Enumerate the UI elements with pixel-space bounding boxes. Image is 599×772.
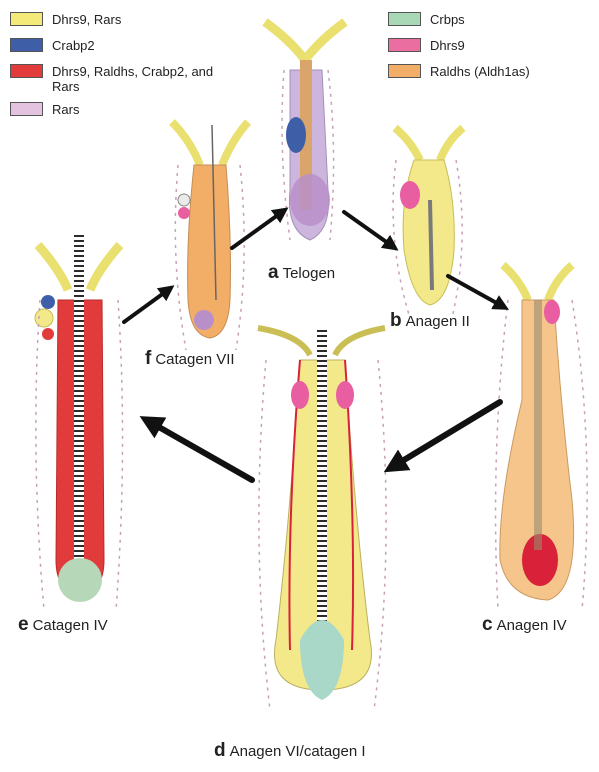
follicle-catagen-vii: [172, 122, 248, 350]
legend-item-rars: Rars: [10, 102, 79, 117]
follicle-anagen-iv: [496, 265, 588, 610]
legend-label: Dhrs9: [430, 38, 465, 53]
legend-label: Crbps: [430, 12, 465, 27]
legend-label: Crabp2: [52, 38, 95, 53]
arrow-f-to-a: [232, 212, 282, 248]
legend-swatch: [388, 64, 421, 78]
legend-swatch: [10, 64, 43, 78]
legend-item-crbps: Crbps: [388, 12, 465, 27]
arrow-e-to-f: [124, 290, 168, 322]
legend-swatch: [10, 12, 43, 26]
follicle-anagen-vi: [258, 328, 386, 710]
legend-swatch: [388, 12, 421, 26]
arrow-b-to-c: [448, 276, 502, 306]
follicle-telogen: [265, 22, 345, 240]
legend-label: Dhrs9, Rars: [52, 12, 121, 27]
legend-item-dhrs9-rars: Dhrs9, Rars: [10, 12, 121, 27]
legend-swatch: [10, 38, 43, 52]
legend-label: Raldhs (Aldh1as): [430, 64, 530, 79]
legend-label: Rars: [52, 102, 79, 117]
legend-item-crabp2: Crabp2: [10, 38, 95, 53]
legend-swatch: [388, 38, 421, 52]
legend-item-dhrs9: Dhrs9: [388, 38, 465, 53]
arrow-d-to-e: [150, 422, 252, 480]
legend-item-raldhs: Raldhs (Aldh1as): [388, 64, 530, 79]
arrow-c-to-d: [394, 402, 500, 466]
follicle-anagen-ii: [393, 128, 463, 318]
legend-label: Dhrs9, Raldhs, Crabp2, and Rars: [52, 64, 232, 94]
legend-item-dhrs9-raldhs-crabp2-rars: Dhrs9, Raldhs, Crabp2, and Rars: [10, 64, 260, 94]
follicle-catagen-iv: [35, 232, 123, 610]
legend-swatch: [10, 102, 43, 116]
arrow-a-to-b: [344, 212, 392, 246]
